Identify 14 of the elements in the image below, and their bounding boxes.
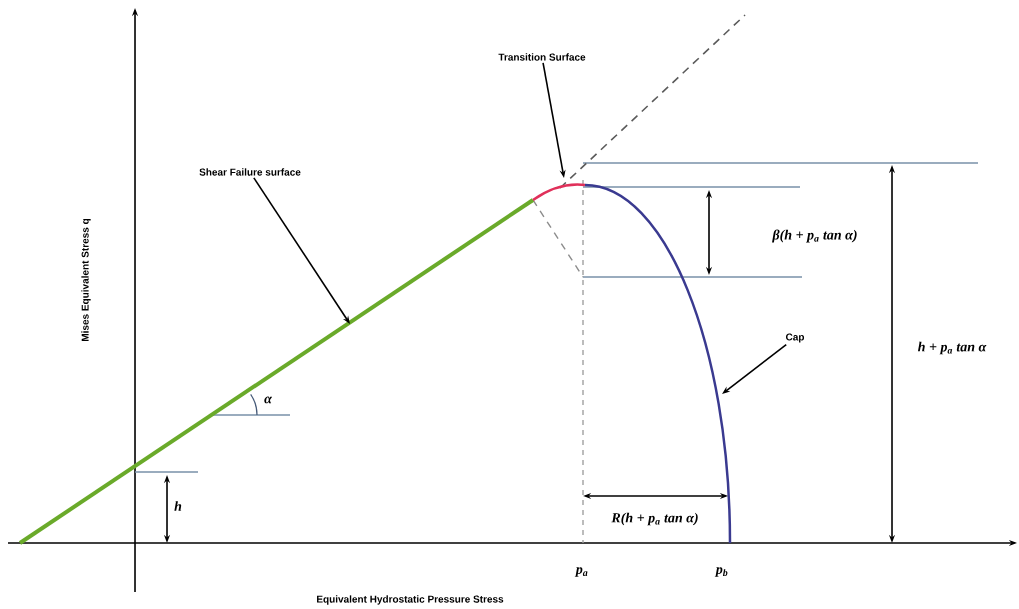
axis-title: Mises Equivalent Stress q [81,219,91,341]
leader-line [722,343,788,394]
math-label: p$_{b}$ [714,567,728,577]
math-label: p$_{a}$ [574,567,588,577]
math-label: β(h + p$_{a}$ tan α) [772,229,857,243]
leader-line [253,177,350,324]
math-label: α [264,396,273,404]
math-label: R(h + p$_{a}$ tan α) [611,512,698,526]
math-label: h + p$_{a}$ tan α [918,341,987,355]
math-label: h [174,501,182,511]
callout-label: Cap [785,333,805,343]
axis-title: Equivalent Hydrostatic Pressure Stress [317,595,504,605]
callout-label: Transition Surface [498,53,586,61]
callout-label: Shear Failure surface [199,168,301,176]
